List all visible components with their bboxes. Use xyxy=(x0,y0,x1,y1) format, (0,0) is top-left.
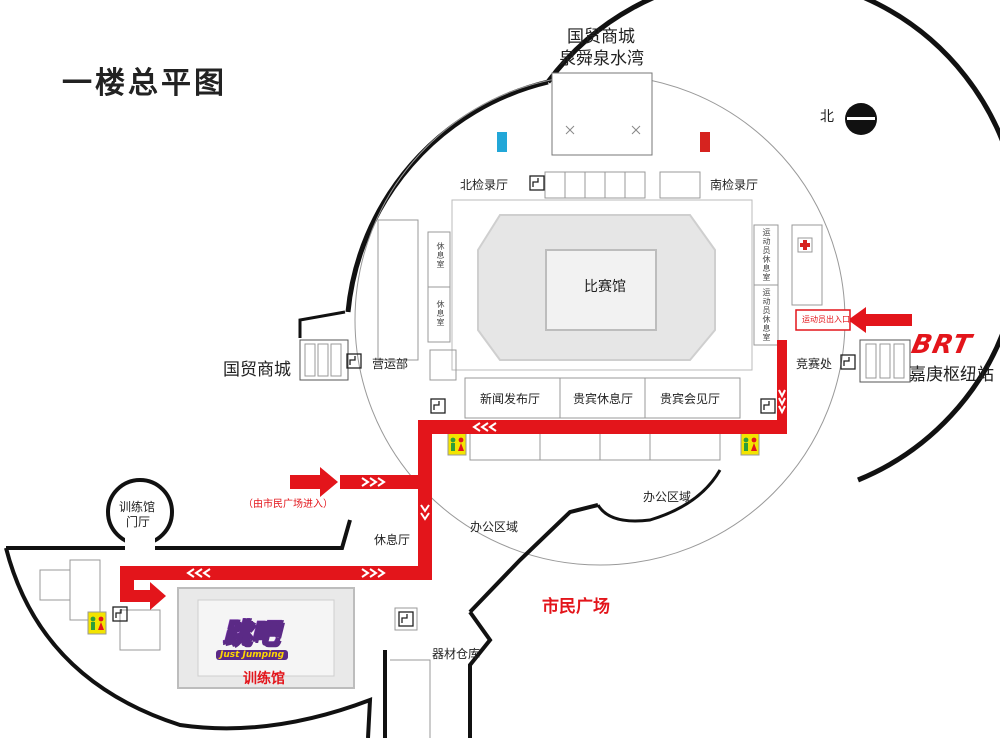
fire-icon xyxy=(700,132,710,152)
competition-label: 竞赛处 xyxy=(796,357,833,371)
athlete-entry-box xyxy=(795,309,851,331)
top-building-line2: 泉舜泉水湾 xyxy=(559,49,644,69)
vertical-rest-label-1: 休息室 xyxy=(436,242,445,269)
office-east-wall xyxy=(596,469,722,523)
vip-meeting-label: 贵宾会见厅 xyxy=(660,392,721,406)
training-lobby-label-2: 门厅 xyxy=(126,515,151,529)
operations-label: 营运部 xyxy=(372,357,409,371)
training-logo-main: 跳吧 xyxy=(222,616,280,651)
right-annex xyxy=(859,339,911,383)
office-west-label: 办公区域 xyxy=(470,520,519,534)
brt-station-label: 嘉庚枢纽站 xyxy=(909,365,994,385)
north-room-row xyxy=(544,171,701,199)
brt-logo: BRT xyxy=(908,330,975,360)
restroom-icon xyxy=(87,611,107,635)
north-check-label: 北检录厅 xyxy=(460,178,509,192)
page-title: 一楼总平图 xyxy=(62,66,227,101)
left-annex xyxy=(299,339,349,381)
corridor-rooms xyxy=(469,431,721,461)
arrow-right-icon xyxy=(290,467,338,497)
south-check-label: 南检录厅 xyxy=(710,178,759,192)
athlete-entry-label: 运动员出入口 xyxy=(802,315,850,324)
arena-court xyxy=(545,249,657,331)
route-path xyxy=(120,307,912,610)
water-icon xyxy=(497,132,507,152)
outer-wall xyxy=(345,0,1000,483)
restroom-icon xyxy=(447,432,467,456)
civic-entry-label: （由市民广场进入） xyxy=(243,499,333,510)
side-rooms xyxy=(377,219,823,381)
vip-lounge-label: 贵宾休息厅 xyxy=(573,392,634,406)
athlete-lounge-label-2: 运动员休息室 xyxy=(762,288,771,342)
top-building-block xyxy=(551,72,653,156)
top-building-line1: 国贸商城 xyxy=(567,27,635,47)
vertical-rest-label-2: 休息室 xyxy=(436,300,445,327)
training-building-wall xyxy=(4,519,387,738)
press-room-label: 新闻发布厅 xyxy=(480,392,541,406)
civic-plaza-label: 市民广场 xyxy=(542,597,610,617)
stair-icon xyxy=(112,175,856,627)
north-label: 北 xyxy=(820,109,834,125)
equipment-room-label: 器材仓库 xyxy=(432,647,481,661)
first-aid-icon xyxy=(797,237,813,253)
restroom-icon xyxy=(740,432,760,456)
office-east-label: 办公区域 xyxy=(643,490,692,504)
plaza-wall xyxy=(468,503,599,738)
vip-row xyxy=(464,377,741,419)
athlete-lounge-label-1: 运动员休息室 xyxy=(762,228,771,282)
training-hall-label: 训练馆 xyxy=(243,671,285,687)
arrow-right-icon xyxy=(134,582,166,610)
chevron-icon xyxy=(186,389,786,578)
training-lobby-label-1: 训练馆 xyxy=(119,500,156,514)
rest-area-label: 休息厅 xyxy=(374,533,411,547)
north-arrow-icon xyxy=(845,103,877,135)
left-building-label: 国贸商城 xyxy=(223,360,291,380)
training-logo-sub: Just Jumping xyxy=(216,650,289,660)
arrow-right-icon xyxy=(848,307,912,333)
arena-label: 比赛馆 xyxy=(584,279,626,295)
